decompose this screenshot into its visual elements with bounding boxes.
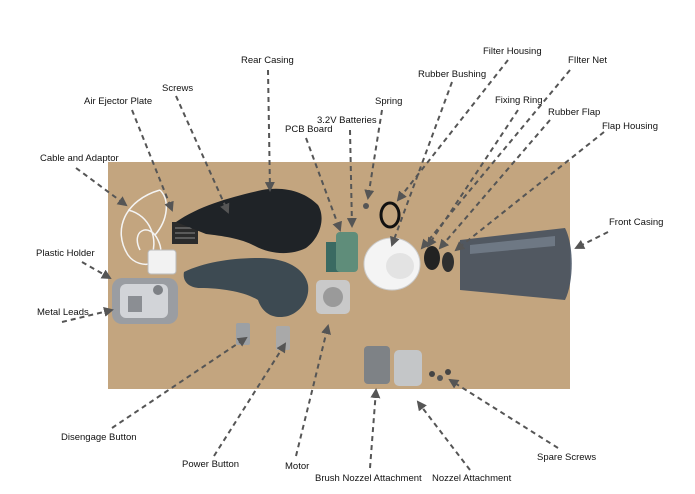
- label-brush-nozzel-attachment: Brush Nozzel Attachment: [315, 473, 422, 484]
- spare-screws-part: [429, 369, 451, 381]
- label-rubber-flap: Rubber Flap: [548, 107, 601, 118]
- spring-part: [363, 203, 369, 209]
- rubber-bushing-part: [379, 201, 401, 229]
- arrow-brush-nozzel-attachment: [369, 388, 381, 469]
- arrow-rear-casing: [264, 69, 275, 192]
- label-motor: Motor: [285, 461, 310, 472]
- label-spring: Spring: [375, 96, 403, 107]
- motor-part: [316, 280, 350, 314]
- label-filter-housing: Filter Housing: [483, 46, 542, 57]
- fixing-ring-part: [424, 246, 440, 270]
- label-flap-housing: Flap Housing: [602, 121, 658, 132]
- label-filter-net: FIlter Net: [568, 55, 608, 66]
- label-fixing-ring: Fixing Ring: [495, 95, 543, 106]
- brush-nozzel-attachment-part: [364, 346, 390, 384]
- label-screws: Screws: [162, 83, 194, 94]
- arrow-front-casing: [574, 231, 609, 249]
- arrow-flap-housing: [454, 131, 605, 252]
- label-disengage-button: Disengage Button: [61, 432, 137, 443]
- label-metal-leads: Metal Leads: [37, 307, 89, 318]
- label-power-button: Power Button: [182, 459, 240, 470]
- label-nozzel-attachment: Nozzel Attachment: [432, 473, 512, 484]
- label-air-ejector-plate: Air Ejector Plate: [84, 96, 153, 107]
- label-cable-and-adaptor: Cable and Adaptor: [40, 153, 119, 164]
- nozzel-attachment-part: [394, 350, 422, 386]
- arrow-motor: [295, 324, 331, 457]
- arrow-plastic-holder: [81, 261, 112, 279]
- arrow-nozzel-attachment: [416, 400, 471, 471]
- label-rubber-bushing: Rubber Bushing: [418, 69, 487, 80]
- cable-and-adaptor-part: [120, 189, 177, 275]
- leader-arrows: [61, 59, 609, 471]
- arrow-batteries: [346, 129, 357, 228]
- flap-housing-part: [442, 252, 454, 272]
- arrow-screws: [175, 95, 230, 214]
- rear-casing-part: [176, 188, 322, 254]
- arrow-spare-screws: [448, 378, 559, 449]
- arrow-pcb-board: [305, 137, 342, 232]
- arrow-rubber-bushing: [390, 81, 453, 247]
- label-spare-screws: Spare Screws: [537, 452, 597, 463]
- arrow-power-button: [213, 342, 287, 457]
- plastic-holder-part: [112, 278, 178, 324]
- arrow-spring: [364, 109, 383, 200]
- disengage-button-part: [236, 323, 250, 345]
- label-plastic-holder: Plastic Holder: [36, 248, 95, 259]
- arrow-cable-and-adaptor: [75, 167, 128, 207]
- label-front-casing: Front Casing: [609, 217, 664, 228]
- label-pcb-board: PCB Board: [285, 124, 333, 135]
- batteries-part: [336, 232, 358, 272]
- front-casing-highlight: [470, 236, 555, 254]
- arrow-rubber-flap: [438, 119, 551, 250]
- label-rear-casing: Rear Casing: [241, 55, 294, 66]
- label-batteries: 3.2V Batteries: [317, 115, 377, 126]
- filter-net-part: [363, 237, 421, 291]
- arrow-fixing-ring: [426, 109, 519, 248]
- rear-casing-half-part: [183, 258, 309, 318]
